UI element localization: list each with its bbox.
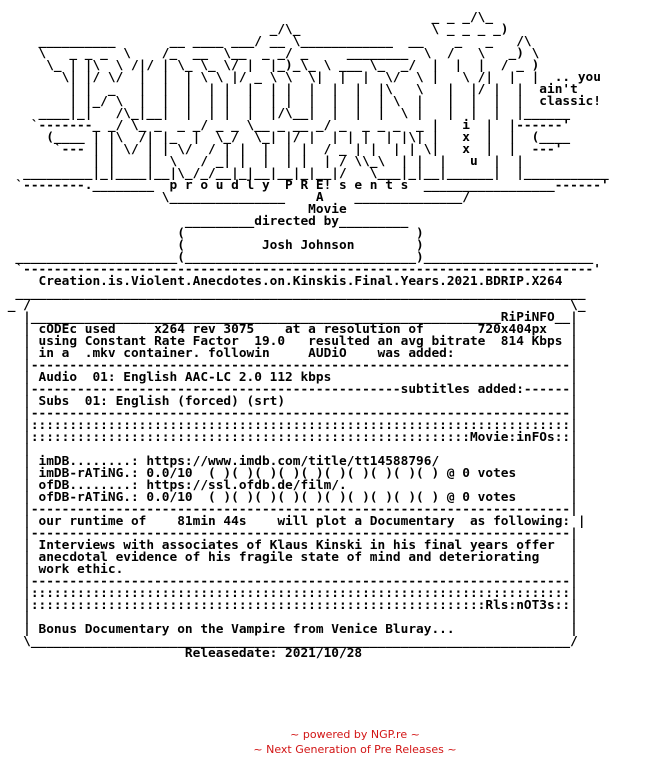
nfo-line: `---------------------------------------…	[0, 262, 601, 277]
nfo-line: |---------------------------------------…	[0, 382, 578, 397]
nfo-line: `--- | | \/ | | \/ / | | | | | / _ | | |…	[0, 142, 563, 157]
nfo-line: \_______________ A ______________/	[0, 190, 470, 205]
nfo-line: | | | \ / _| | | | | | / \\_\ | | | u | …	[0, 154, 524, 169]
nfo-line: | cODEc used x264 rev 3075 at a resoluti…	[0, 322, 578, 337]
nfo-line: ( )	[0, 226, 424, 241]
nfo-line: Movie	[0, 202, 347, 217]
nfo-line: | in a .mkv container. followin AUDiO wa…	[0, 346, 578, 361]
nfo-line: _________|_|____|__|\_/_/__|_|__|__|_|__…	[0, 166, 609, 181]
nfo-line: |---------------------------------------…	[0, 358, 578, 373]
nfo-line: |---------------------------------------…	[0, 526, 578, 541]
nfo-line: | anecdotal evidence of his fragile stat…	[0, 550, 578, 565]
nfo-line: |---------------------------------------…	[0, 574, 578, 589]
nfo-line: | imDB........: https://www.imdb.com/tit…	[0, 454, 578, 469]
nfo-line: __________ __ ____ ___/ __ \____________…	[0, 34, 532, 49]
nfo-line: | ofDB........: https://ssl.ofdb.de/film…	[0, 478, 578, 493]
nfo-line: ____|_| /\_|__| | | | | |/\__| | | | \ |…	[0, 106, 571, 121]
nfo-line: | our runtime of 81min 44s will plot a D…	[0, 514, 586, 529]
nfo-line: | | _ | | | | | | | | | | | |\ \ | |/ | …	[0, 82, 578, 97]
nfo-line: \_ | |\ \ /|/ | \_ \_ \/ | |_)_\_ \ ___ …	[0, 58, 540, 73]
nfo-line: | Bonus Documentary on the Vampire from …	[0, 622, 578, 637]
nfo-line: _/\_ \ _ _ _ _)	[0, 22, 509, 37]
nfo-line: _____________________(__________________…	[0, 250, 594, 265]
nfo-line: \| |/ \/ | | | \ \ |/ _ \ \ \| | | \/ \ …	[0, 70, 601, 85]
nfo-line: | |	[0, 610, 578, 625]
nfo-line: \_______________________________________…	[0, 634, 578, 649]
nfo-line: |:::::::::::::::::::::::::::::::::::::::…	[0, 586, 578, 601]
nfo-line: | using Constant Rate Factor 19.0 result…	[0, 334, 578, 349]
nfo-line: (____ | |\ /| |_ | \_/ \_| |/ | | | | | …	[0, 130, 571, 145]
nfo-line: | Interviews with associates of Klaus Ki…	[0, 538, 578, 553]
nfo-line: | |	[0, 442, 578, 457]
nfo-line: Creation.is.Violent.Anecdotes.on.Kinskis…	[0, 274, 563, 289]
footer-powered-by: ~ powered by NGP.re ~	[290, 728, 420, 741]
nfo-line: |_______________________________________…	[0, 310, 578, 325]
nfo-line: | ofDB-rATiNG.: 0.0/10 ( )( )( )( )( )( …	[0, 490, 578, 505]
nfo-line: ( Josh Johnson )	[0, 238, 424, 253]
nfo-line: Releasedate: 2021/10/28	[0, 646, 363, 661]
nfo-line: |:::::::::::::::::::::::::::::::::::::::…	[0, 418, 578, 433]
footer: ~ powered by NGP.re ~ ~ Next Generation …	[0, 727, 648, 757]
nfo-line: | Subs 01: English (forced) (srt) |	[0, 394, 578, 409]
nfo-line: | Audio 01: English AAC-LC 2.0 112 kbps …	[0, 370, 578, 385]
nfo-line: _ _ _/\_	[0, 10, 494, 25]
nfo-line: |:::::::::::::::::::::::::::::::::::::::…	[0, 598, 578, 613]
nfo-line: _________directed by_________	[0, 214, 409, 229]
footer-tagline: ~ Next Generation of Pre Releases ~	[253, 743, 457, 756]
nfo-line: \ _ _ _ \ /_ __ \__ _ _/ _ ________ \ / …	[0, 46, 540, 61]
nfo-line: ________________________________________…	[0, 286, 586, 301]
nfo-line: | |_/ \ | | | | | | | | | | | | \ | | | …	[0, 94, 601, 109]
nfo-line: `-------_ _/ \_ _ _ _/ _ _ \__ _ __ _/ _…	[0, 118, 571, 133]
nfo-line: `--------.________ p r o u d l y P R E! …	[0, 178, 609, 193]
nfo-line: |:::::::::::::::::::::::::::::::::::::::…	[0, 430, 578, 445]
nfo-line: |---------------------------------------…	[0, 502, 578, 517]
nfo-line: |---------------------------------------…	[0, 406, 578, 421]
nfo-text: _ _ _/\_ _/\_ \ _ _ _ _) __________ __ _…	[0, 10, 609, 661]
nfo-line: | imDB-rATiNG.: 0.0/10 ( )( )( )( )( )( …	[0, 466, 578, 481]
nfo-line: | work ethic. |	[0, 562, 578, 577]
nfo-line: _ / \_	[0, 298, 586, 313]
